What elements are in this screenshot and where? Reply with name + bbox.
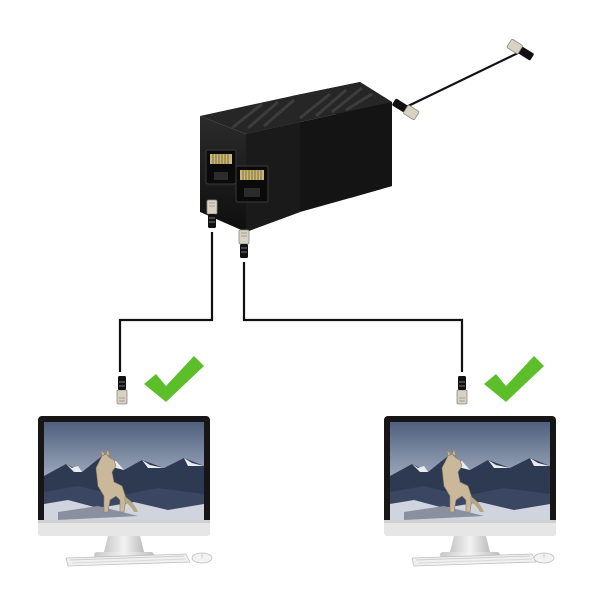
keyboard <box>65 553 191 567</box>
desktop-computer-right <box>383 415 557 567</box>
output-ethernet-cable-left <box>116 199 218 405</box>
keyboard <box>411 553 537 567</box>
incoming-ethernet-cable <box>392 38 534 121</box>
checkmark-icon <box>144 356 204 402</box>
checkmark-icon <box>484 356 544 402</box>
mouse <box>191 552 213 564</box>
rj45-splitter-adapter <box>200 82 392 232</box>
output-ethernet-cable-right <box>238 229 468 405</box>
mouse <box>533 552 555 564</box>
desktop-computer-left <box>37 415 213 567</box>
